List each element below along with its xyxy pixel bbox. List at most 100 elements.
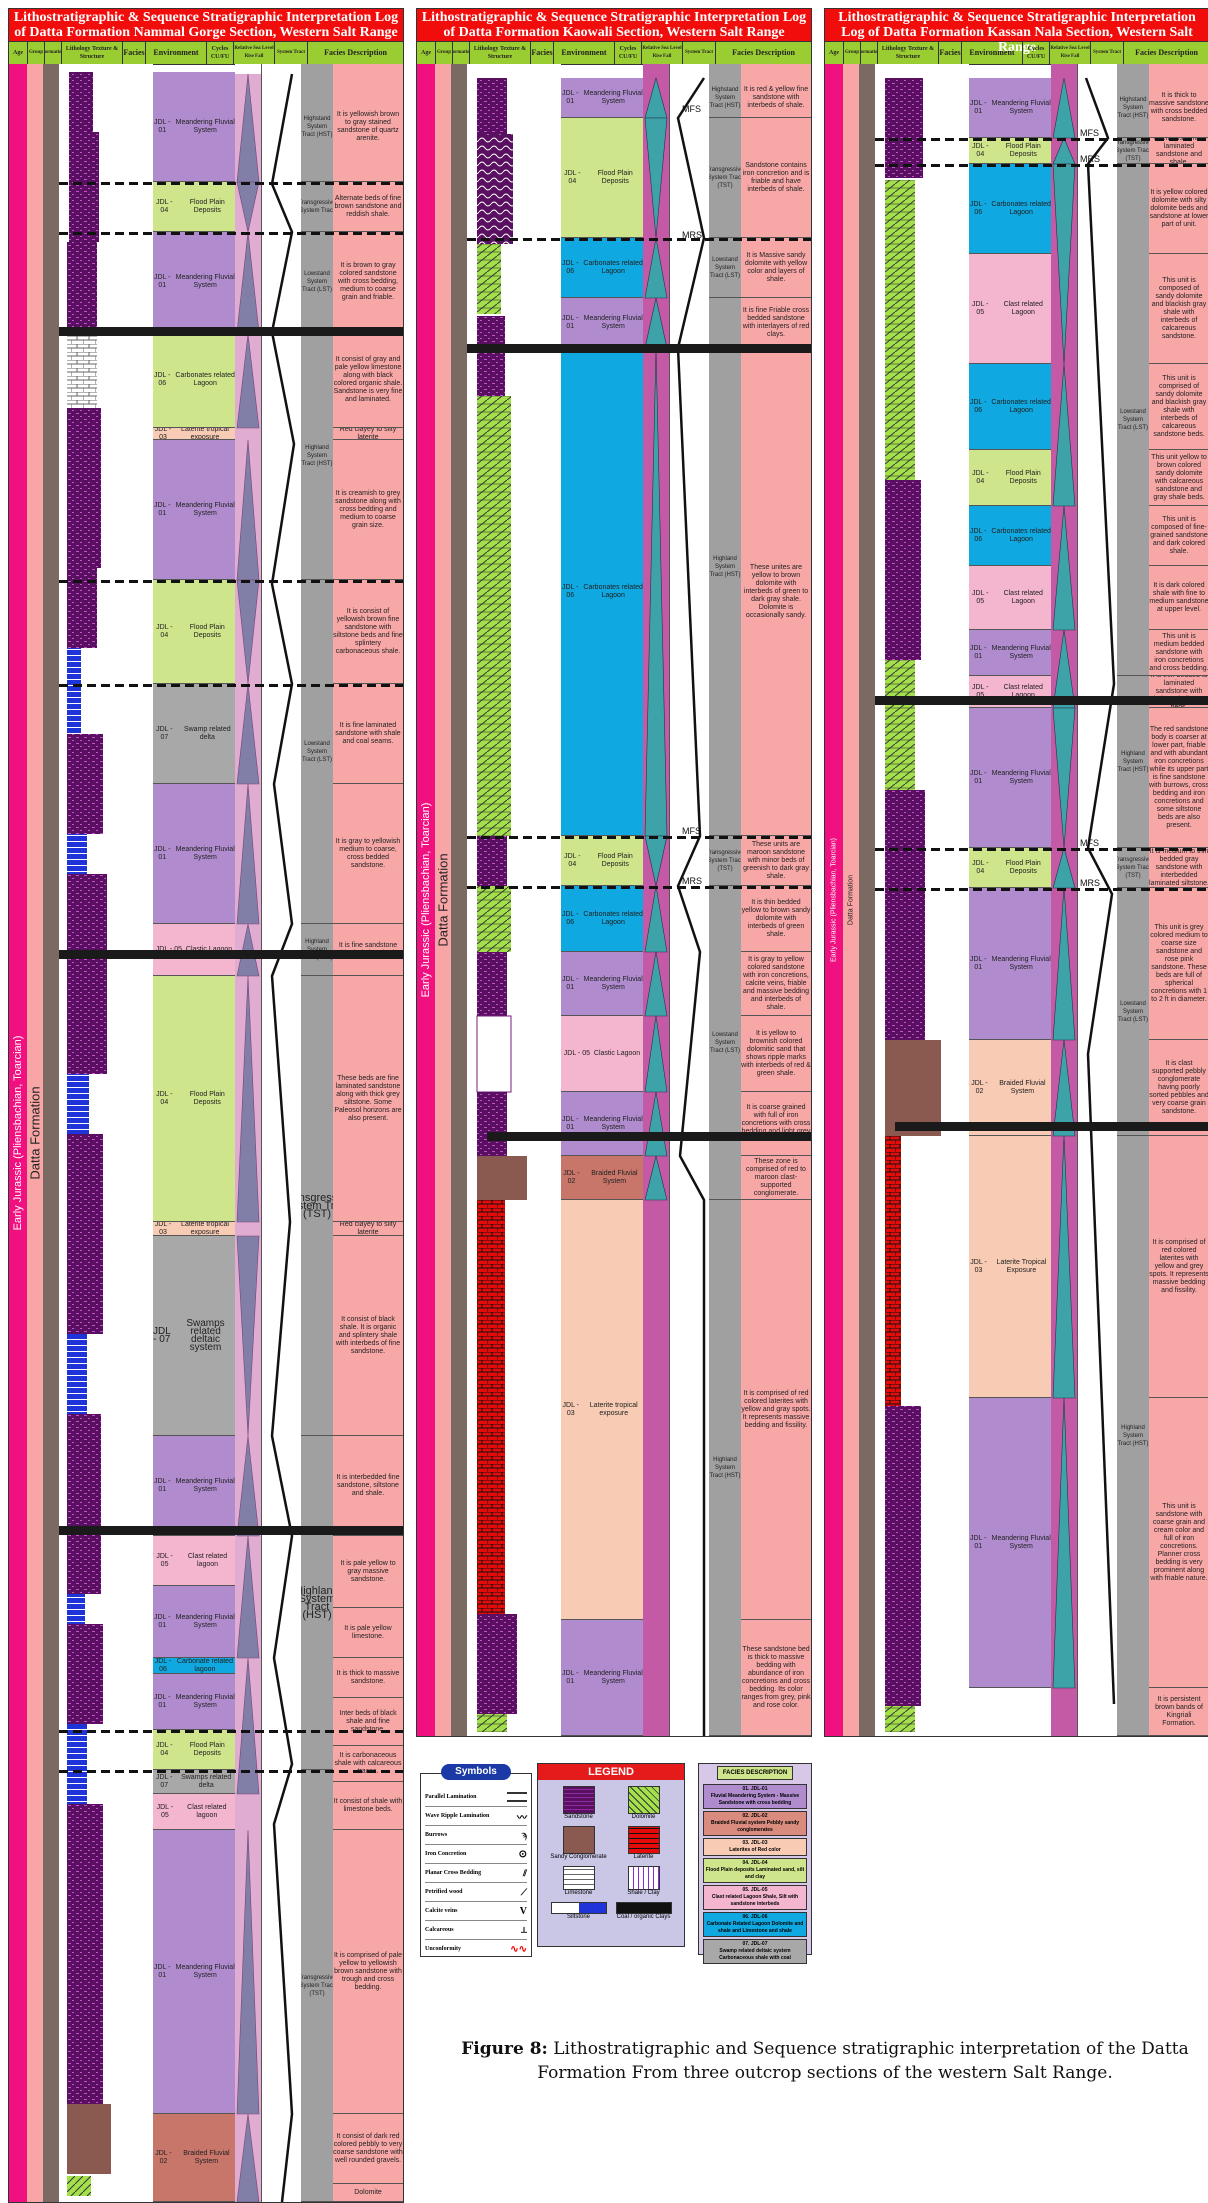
system-tract-label: Highland System Tract (HST)	[301, 332, 333, 580]
facies-description: These unites are yellow to brown dolomit…	[741, 348, 811, 836]
header-facies: Facies	[123, 42, 146, 64]
lithology-column	[875, 64, 969, 1736]
log-body: Early Jurassic (Pliensbachian, Toarcian)…	[417, 64, 811, 1736]
header-lithology: Lithology Texture & Structure	[62, 42, 123, 64]
sequence-boundary	[487, 1132, 811, 1141]
facies-block: JDL - 04 Flood Plain Deposits	[969, 848, 1051, 888]
flooding-surface	[59, 182, 403, 185]
facies-block: JDL - 01 Meandering Fluvial System	[153, 1586, 235, 1658]
header-relative-sea-level: Relative Sea Level Rise Fall	[1050, 42, 1091, 64]
facies-description: It is comprised of pale yellow to yellow…	[333, 1830, 403, 2114]
coal-swatch	[615, 1902, 672, 1914]
group-strip	[451, 64, 467, 1736]
facies-block: JDL - 01 Meandering Fluvial System	[969, 1398, 1051, 1688]
legend-item: Coal / organic Clays	[611, 1902, 676, 1920]
facies-block: JDL - 01 Meandering Fluvial System	[153, 1436, 235, 1536]
age-column: Early Jurassic (Pliensbachian, Toarcian)	[9, 64, 27, 2202]
header-facies: Facies	[531, 42, 554, 64]
header-facies-description: Facies Description	[732, 48, 795, 57]
facies-description: Alternate beds of fine brown sandstone a…	[333, 182, 403, 232]
formation-column: Datta Formation	[27, 64, 43, 2202]
header-system-tract: System Tract	[1091, 42, 1124, 64]
facies-description: It is gray to yellowish medium to coarse…	[333, 784, 403, 924]
relative-sea-level-column: MFS MRS MFS MRS	[1077, 64, 1118, 1736]
facies-description: It is dark colored shale with fine to me…	[1149, 566, 1208, 630]
lithology-column	[59, 64, 153, 2202]
facies-block: JDL - 01 Meandering Fluvial System	[153, 784, 235, 924]
facies-description: These units are maroon sandstone with mi…	[741, 836, 811, 886]
symbol-row: Wave Ripple Lamination〰	[425, 1807, 527, 1826]
facies-description: Dolomite	[333, 2184, 403, 2202]
facies-block: JDL - 02 Braided Fluvial System	[153, 2114, 235, 2202]
facies-block: JDL - 04 Flood Plain Deposits	[561, 118, 643, 238]
facies-description: It is comprised of red colored laterites…	[741, 1200, 811, 1620]
age-label: Early Jurassic (Pliensbachian, Toarcian)	[12, 1035, 24, 1231]
marker-label: MRS	[1080, 878, 1100, 888]
lithology-legend-box: LEGEND Sandstone Dolomite Sandy Conglome…	[537, 1763, 685, 1947]
facies-block: JDL - 06 Carbonates related Lagoon	[561, 886, 643, 952]
column-header-row: Age Group Formation Lithology Texture & …	[417, 41, 811, 65]
flooding-surface	[875, 888, 1208, 891]
facies-description-column: It is thick to massive sandstone with cr…	[1149, 64, 1208, 1736]
formation-label: Datta Formation	[435, 853, 451, 947]
facies-block: JDL - 03 Laterite tropical exposure	[153, 1222, 235, 1236]
formation-strip	[43, 64, 59, 2202]
marker-label: MRS	[682, 230, 702, 240]
system-tract-label: Lowstand System Tract (LST)	[709, 238, 741, 298]
system-tract-label: Transgressive System Tract (TST)	[301, 976, 333, 1436]
facies-description: These zone is comprised of red to maroon…	[741, 1156, 811, 1200]
formation-label: Datta Formation	[847, 874, 855, 926]
facies-description: It is carbonaceous shale with calcareous…	[333, 1746, 403, 1782]
facies-description: It is fine laminated sandstone with shal…	[333, 684, 403, 784]
header-environment: Environment	[146, 42, 207, 64]
system-tract-label: Transgressive System Tract (TST)	[1117, 848, 1149, 888]
header-cycles: Cycles CU/FU	[207, 42, 234, 64]
system-tract-label: Highland System Tract (HST)	[301, 1436, 333, 1770]
facies-description: It is thick to massive sandstone.	[333, 1658, 403, 1698]
facies-description: These sandstone bed is thick to massive …	[741, 1620, 811, 1736]
header-cycles: Cycles CU/FU	[615, 42, 642, 64]
marker-label: MFS	[682, 104, 701, 114]
system-tract-label: Transgressive System Tract (TST)	[1117, 138, 1149, 164]
environment-column: JDL - 01 Meandering Fluvial System JDL -…	[561, 64, 643, 1736]
facies-description: Sandstone contains iron concretion and i…	[741, 118, 811, 238]
cycles-column	[1051, 64, 1077, 1736]
log-panel-kaowali: Lithostratigraphic & Sequence Stratigrap…	[416, 8, 812, 1737]
cycles-graphic	[235, 73, 261, 2202]
log-panel-nammal: Lithostratigraphic & Sequence Stratigrap…	[8, 8, 404, 2203]
header-facies-description: Facies Description	[324, 48, 387, 57]
facies-description: It is yellowish brown to gray stained sa…	[333, 72, 403, 182]
facies-description: Inter beds of black shale and fine sands…	[333, 1698, 403, 1746]
facies-block: JDL - 03 Laterite Tropical Exposure	[969, 1136, 1051, 1398]
system-tract-label: Lowstand System Tract (LST)	[301, 580, 333, 924]
header-system-tract: System Tract	[683, 42, 716, 64]
system-tract-column: Highstand System Tract (HST) Transgressi…	[301, 64, 333, 2202]
panel-title: Lithostratigraphic & Sequence Stratigrap…	[9, 9, 403, 41]
legend-item: Limestone	[546, 1866, 611, 1896]
symbol-row: Petrified wood⟋	[425, 1883, 527, 1902]
sequence-boundary	[895, 1122, 1208, 1131]
symbols-title: Symbols	[441, 1764, 511, 1780]
facies-description: This unit yellow to brown colored sandy …	[1149, 450, 1208, 506]
facies-description: It consist of shale with limestone beds.	[333, 1782, 403, 1830]
relative-sea-level-column	[261, 64, 302, 2202]
sandstone-swatch	[562, 1786, 595, 1814]
symbols-list: Parallel Lamination Wave Ripple Laminati…	[425, 1788, 527, 1958]
column-header-row: Age Group Formation Lithology Texture & …	[825, 41, 1208, 65]
sea-level-curve: MFS MRS MFS MRS	[676, 77, 706, 1736]
marker-label: MFS	[1080, 838, 1099, 848]
facies-description: It is red & yellow fine sandstone with i…	[741, 78, 811, 118]
facies-description: The red sandstone body is coarser at low…	[1149, 708, 1208, 848]
facies-block: JDL - 05 Clast related Lagoon	[969, 254, 1051, 364]
system-tract-label: Highland System Tract (HST)	[709, 298, 741, 836]
iron-concretion-icon: ⊙	[518, 1848, 527, 1860]
relative-sea-level-column: MFS MRS MFS MRS	[669, 64, 710, 1736]
facies-block: JDL - 01 Meandering Fluvial System	[153, 440, 235, 580]
facies-block: JDL - 01 Meandering Fluvial System	[153, 232, 235, 332]
sequence-boundary	[59, 327, 403, 336]
shale-swatch	[627, 1866, 660, 1890]
